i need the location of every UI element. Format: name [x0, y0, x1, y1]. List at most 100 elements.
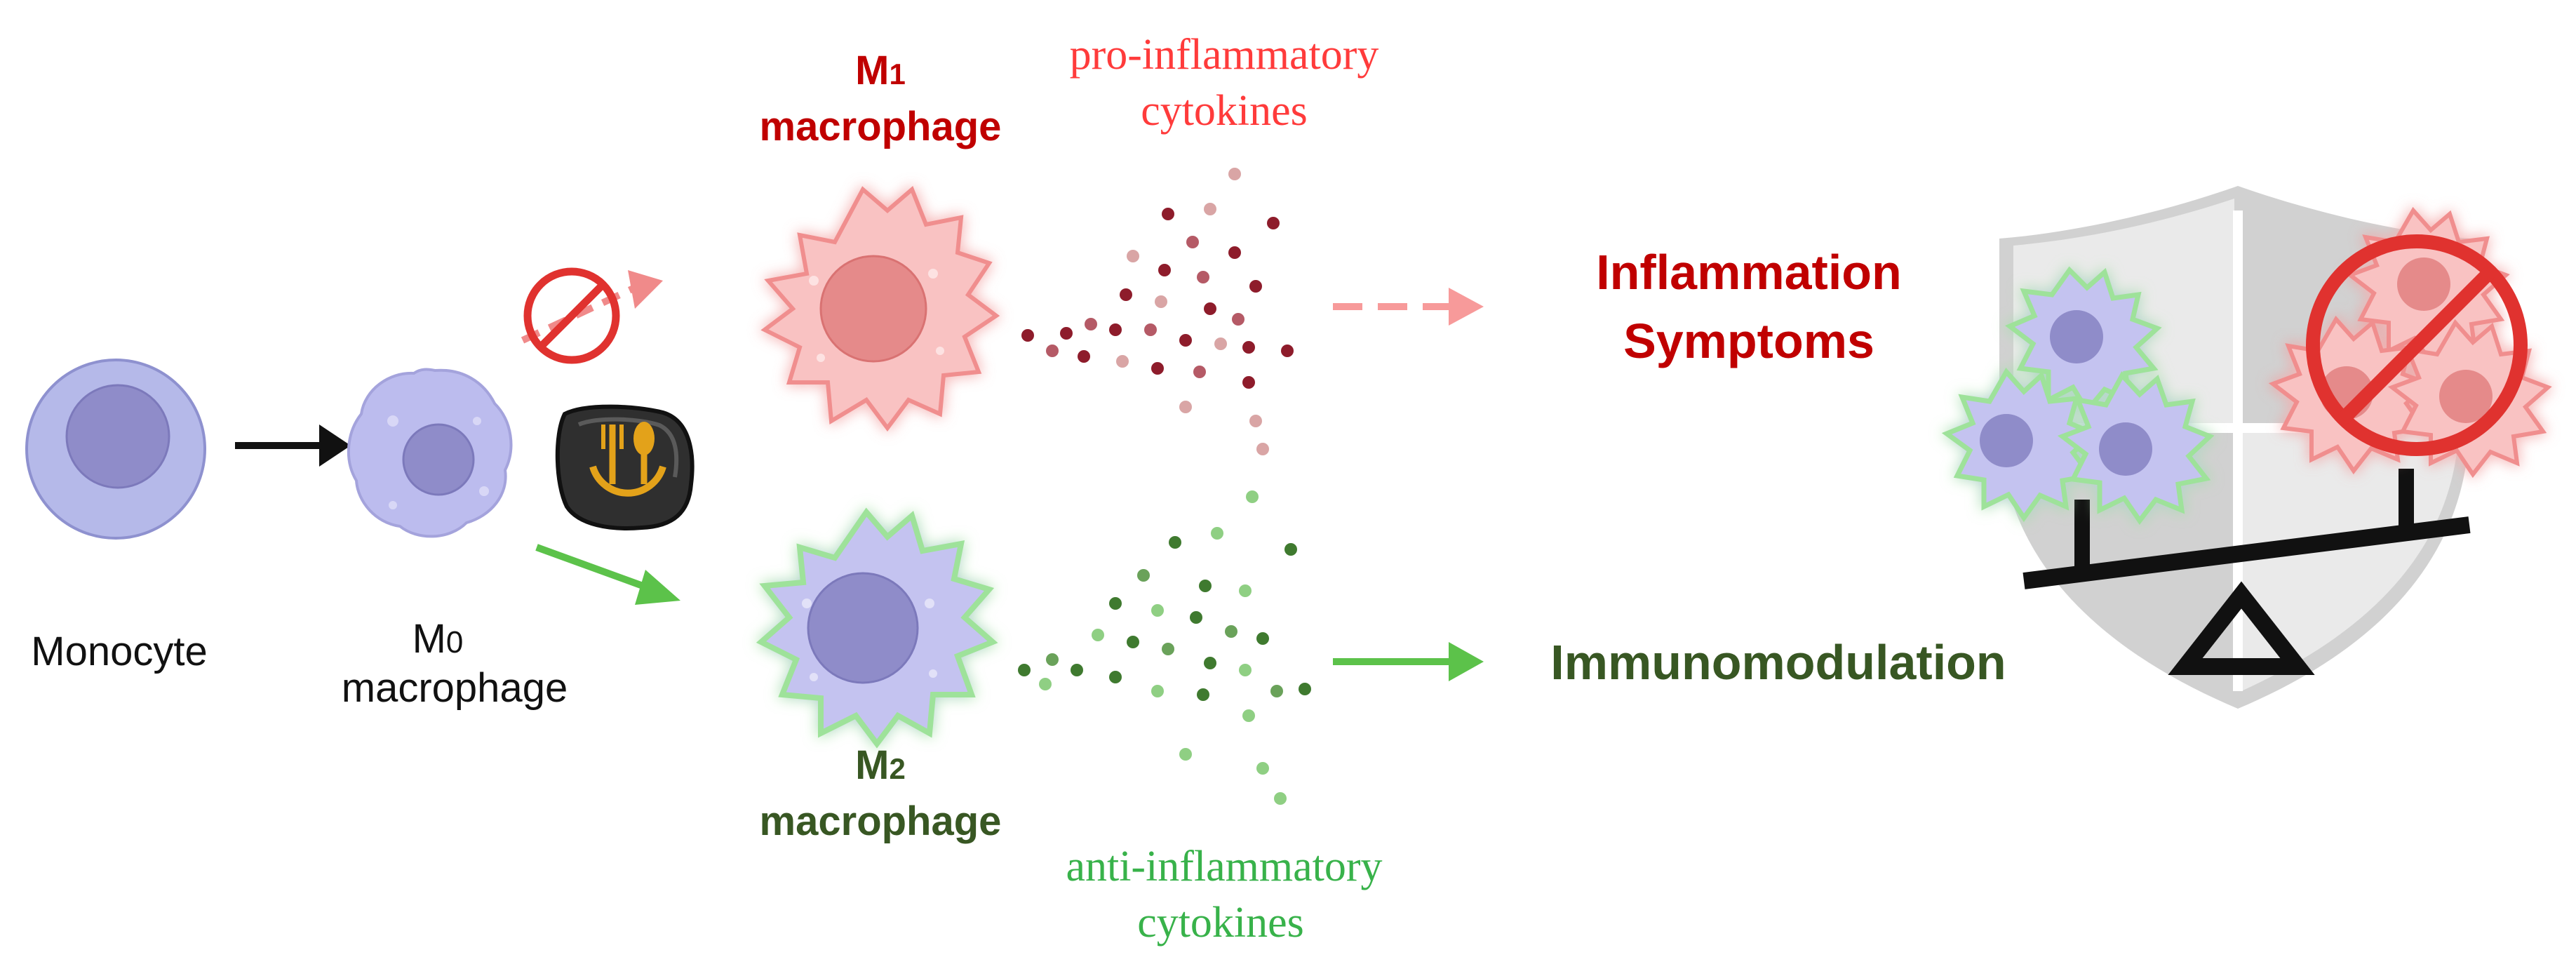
cytokine-dot	[1232, 313, 1245, 326]
cytokine-dot	[1018, 664, 1031, 676]
m0-label-line1: M0	[412, 616, 464, 662]
m2-cluster-cell	[2057, 371, 2215, 525]
arrow-monocyte-to-m0	[235, 425, 351, 467]
cytokine-dot	[1249, 280, 1262, 293]
cytokine-dot	[1204, 203, 1216, 215]
cytokine-dot	[1299, 683, 1311, 695]
cytokine-dot	[1109, 671, 1122, 683]
food-icon	[555, 404, 695, 530]
m2-macrophage-cell	[756, 507, 998, 749]
prohibition-icon	[523, 267, 620, 364]
pro-inflammatory-cytokines	[1021, 168, 1294, 455]
cytokine-dot	[1158, 264, 1171, 276]
cytokine-dot	[1046, 345, 1059, 357]
m2-label-line1: M2	[855, 742, 906, 788]
cytokine-dot	[1225, 625, 1237, 638]
anti-cytokines-label-line1: anti-inflammatory	[1066, 843, 1382, 890]
cytokine-dot	[1242, 709, 1255, 722]
cytokine-dot	[1270, 685, 1283, 697]
cytokine-dot	[1256, 762, 1269, 775]
inflammation-label-line2: Symptoms	[1623, 314, 1874, 368]
cytokine-dot	[1179, 401, 1192, 413]
m2-label-line2: macrophage	[760, 798, 1002, 844]
arrow-to-immunomodulation	[1333, 642, 1484, 681]
cytokine-dot	[1127, 250, 1139, 262]
prohibition-icon	[2306, 234, 2528, 456]
cytokine-dot	[1239, 584, 1252, 597]
cytokine-dot	[1109, 323, 1122, 336]
cytokine-dot	[1228, 246, 1241, 259]
m2-label-sub: 2	[889, 752, 905, 785]
cytokine-dot	[1060, 327, 1073, 340]
inflammation-label-line1: Inflammation	[1596, 245, 1902, 300]
cytokine-dot	[1109, 597, 1122, 610]
cytokine-dot	[1239, 664, 1252, 676]
m1-label-main: M	[855, 48, 889, 93]
cytokine-dot	[1193, 366, 1206, 378]
m0-label-main: M	[412, 616, 446, 662]
cytokine-dot	[1242, 376, 1255, 389]
cytokine-dot	[1256, 632, 1269, 645]
cytokine-dot	[1274, 792, 1287, 805]
cytokine-dot	[1078, 350, 1090, 363]
pro-cytokines-label-line2: cytokines	[1141, 87, 1308, 135]
cytokine-dot	[1284, 543, 1297, 556]
monocyte-label: Monocyte	[31, 629, 207, 674]
cytokine-dot	[1151, 362, 1164, 375]
cytokine-dot	[1144, 323, 1157, 336]
m1-label-line2: macrophage	[760, 104, 1002, 149]
cytokine-dot	[1151, 685, 1164, 697]
cytokine-dot	[1155, 295, 1167, 308]
arrow-to-inflammation	[1333, 288, 1484, 326]
cytokine-dot	[1162, 643, 1174, 655]
pro-cytokines-label-line1: pro-inflammatory	[1070, 31, 1379, 79]
m2-cluster-cell	[1941, 368, 2099, 523]
blocked-arrow-to-m1	[521, 267, 663, 364]
cytokine-dot	[1228, 168, 1241, 180]
balance-scale-icon	[2022, 469, 2471, 675]
cytokine-dot	[1039, 678, 1052, 690]
m1-label-sub: 1	[889, 58, 905, 91]
m2-label-main: M	[855, 742, 889, 788]
cytokine-dot	[1190, 611, 1202, 624]
m0-macrophage-cell	[347, 368, 513, 538]
cytokine-dot	[1127, 636, 1139, 648]
cytokine-dot	[1267, 217, 1280, 229]
cytokine-dot	[1071, 664, 1083, 676]
cytokine-dot	[1204, 302, 1216, 315]
cytokine-dot	[1211, 527, 1223, 540]
monocyte-cell	[25, 359, 206, 540]
cytokine-dot	[1120, 288, 1132, 301]
anti-cytokines-label-line2: cytokines	[1137, 899, 1304, 947]
cytokine-dot	[1186, 236, 1199, 248]
cytokine-dot	[1046, 653, 1059, 666]
cytokine-dot	[1246, 490, 1259, 503]
m2-cell-cluster	[1941, 266, 2215, 525]
cytokine-dot	[1197, 688, 1209, 701]
cytokine-dot	[1204, 657, 1216, 669]
cytokine-dot	[1197, 271, 1209, 283]
cytokine-dot	[1214, 337, 1227, 350]
cytokine-dot	[1281, 345, 1294, 357]
cytokine-dot	[1021, 329, 1034, 342]
cytokine-dot	[1151, 604, 1164, 617]
immunomodulation-label: Immunomodulation	[1550, 635, 2006, 690]
cytokine-dot	[1137, 569, 1150, 582]
arrow-m0-to-m2	[535, 544, 680, 605]
cytokine-dot	[1162, 208, 1174, 220]
cytokine-dot	[1199, 580, 1212, 592]
cytokine-dot	[1179, 334, 1192, 347]
m0-label-sub: 0	[446, 625, 463, 660]
cytokine-dot	[1242, 341, 1255, 354]
cytokine-dot	[1256, 443, 1269, 455]
cytokine-dot	[1179, 748, 1192, 761]
m1-macrophage-cell	[760, 185, 1000, 432]
cytokine-dot	[1249, 415, 1262, 427]
m0-label-line2: macrophage	[342, 665, 568, 711]
anti-inflammatory-cytokines	[1018, 490, 1311, 805]
m1-label-line1: M1	[855, 48, 906, 93]
cytokine-dot	[1169, 536, 1181, 549]
cytokine-dot	[1085, 318, 1097, 330]
cytokine-dot	[1092, 629, 1104, 641]
